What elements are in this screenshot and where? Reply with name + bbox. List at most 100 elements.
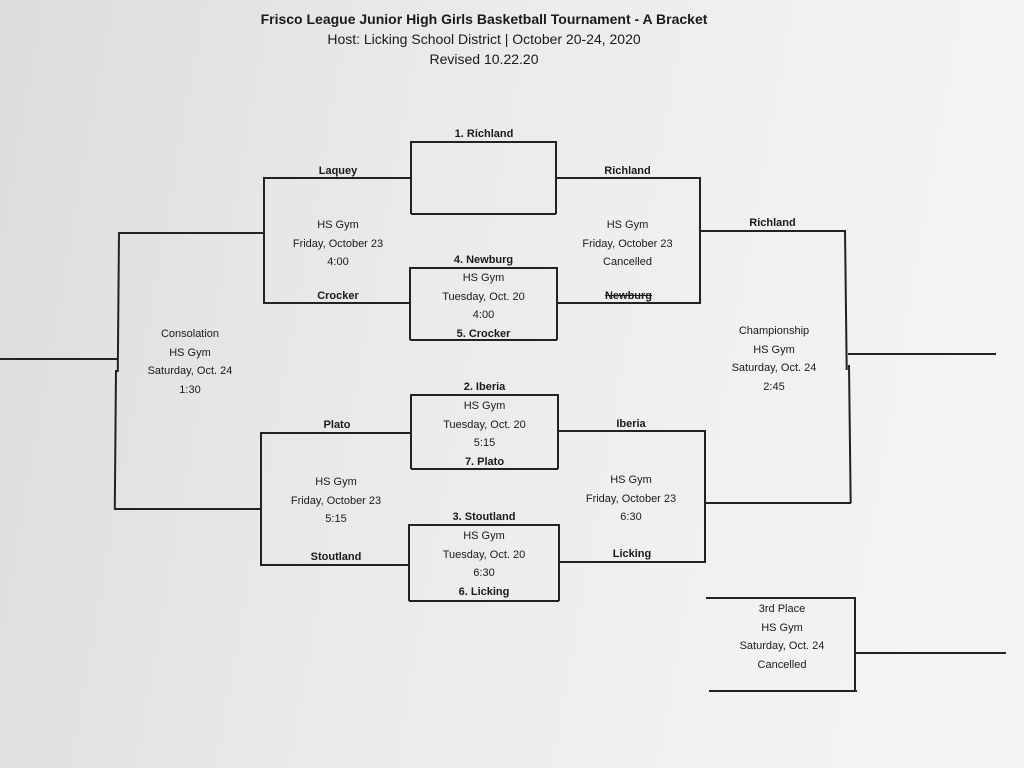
bracket-line bbox=[411, 141, 556, 143]
seed-2: 2. Iberia bbox=[463, 381, 506, 393]
game-info: Championship HS Gym Saturday, Oct. 24 2:… bbox=[700, 322, 848, 396]
seed-5: 5. Crocker bbox=[456, 327, 511, 340]
bracket-line bbox=[557, 302, 701, 304]
team-plato: Plato bbox=[323, 419, 351, 431]
seed-7: 7. Plato bbox=[464, 455, 505, 468]
bracket-host: Host: Licking School District | October … bbox=[327, 31, 641, 47]
game-venue: HS Gym bbox=[463, 530, 505, 542]
game-date: Friday, October 23 bbox=[582, 237, 673, 250]
bracket-line bbox=[411, 394, 558, 396]
game-time: 4:00 bbox=[327, 256, 349, 268]
bracket-line bbox=[261, 564, 409, 566]
game-venue: HS Gym bbox=[315, 476, 357, 488]
game-time: 2:45 bbox=[763, 380, 785, 393]
game-venue: HS Gym bbox=[606, 219, 649, 231]
team-iberia: Iberia bbox=[616, 418, 646, 430]
game-time: Cancelled bbox=[603, 256, 652, 268]
game-time: 1:30 bbox=[179, 383, 201, 396]
seed-1: 1. Richland bbox=[454, 128, 514, 140]
game-venue: HS Gym bbox=[761, 621, 803, 634]
game-info: HS Gym Tuesday, Oct. 20 6:30 6. Licking bbox=[409, 527, 559, 601]
game-date: Tuesday, Oct. 20 bbox=[442, 290, 525, 303]
bracket-line bbox=[699, 177, 701, 304]
bracket-line bbox=[260, 432, 262, 566]
bracket-line bbox=[558, 430, 704, 432]
game-info: HS Gym Friday, October 23 Cancelled bbox=[556, 216, 699, 272]
game-time: 5:15 bbox=[473, 437, 496, 449]
consolation-title: Consolation bbox=[160, 328, 220, 340]
champion-team: Richland bbox=[749, 217, 796, 229]
game-time: 6:30 bbox=[620, 511, 642, 523]
bracket-line bbox=[410, 339, 557, 341]
bracket-line bbox=[264, 177, 411, 179]
team-stoutland: Stoutland bbox=[310, 551, 362, 563]
game-venue: HS Gym bbox=[463, 400, 506, 412]
game-date: Tuesday, Oct. 20 bbox=[443, 418, 526, 431]
game-venue: HS Gym bbox=[317, 219, 359, 231]
game-time: 4:00 bbox=[472, 309, 495, 321]
bracket-line bbox=[558, 524, 560, 601]
championship-title: Championship bbox=[738, 325, 810, 337]
bracket-line bbox=[555, 141, 557, 214]
game-info: HS Gym Friday, October 23 6:30 bbox=[558, 471, 704, 527]
bracket-line bbox=[410, 267, 557, 269]
game-venue: HS Gym bbox=[610, 474, 652, 486]
game-date: Tuesday, Oct. 20 bbox=[442, 548, 526, 561]
bracket-line bbox=[848, 353, 996, 355]
game-time: 5:15 bbox=[325, 513, 347, 525]
bracket-line bbox=[557, 394, 559, 469]
game-date: Saturday, Oct. 24 bbox=[739, 640, 825, 652]
bracket-revised: Revised 10.22.20 bbox=[429, 51, 539, 67]
team-laquey: Laquey bbox=[318, 165, 358, 177]
bracket-line bbox=[556, 177, 700, 179]
bracket-line bbox=[709, 690, 857, 692]
seed-6: 6. Licking bbox=[458, 585, 510, 598]
game-date: Saturday, Oct. 24 bbox=[731, 362, 817, 374]
bracket-line bbox=[705, 502, 851, 504]
game-info: HS Gym Friday, October 23 4:00 bbox=[264, 216, 412, 272]
bracket-line bbox=[114, 508, 261, 510]
game-venue: HS Gym bbox=[753, 343, 795, 356]
third-place-title: 3rd Place bbox=[758, 603, 806, 615]
bracket-line bbox=[409, 600, 559, 602]
game-info: HS Gym Tuesday, Oct. 20 4:00 5. Crocker bbox=[410, 269, 557, 343]
game-date: Friday, October 23 bbox=[290, 494, 382, 507]
bracket-line bbox=[411, 468, 558, 470]
bracket-line bbox=[120, 232, 264, 234]
bracket-line bbox=[706, 597, 855, 599]
game-info: Consolation HS Gym Saturday, Oct. 24 1:3… bbox=[120, 325, 260, 399]
bracket-line bbox=[559, 561, 706, 563]
bracket-line bbox=[854, 597, 856, 691]
game-venue: HS Gym bbox=[462, 272, 505, 284]
bracket-line bbox=[410, 394, 412, 469]
bracket-line bbox=[704, 430, 706, 563]
game-venue: HS Gym bbox=[169, 346, 211, 359]
team-crocker: Crocker bbox=[317, 290, 359, 302]
team-newburg: Newburg bbox=[604, 290, 653, 302]
game-date: Friday, October 23 bbox=[292, 237, 384, 250]
bracket-line bbox=[263, 177, 265, 304]
game-info: 3rd Place HS Gym Saturday, Oct. 24 Cance… bbox=[708, 600, 856, 674]
game-time: 6:30 bbox=[473, 567, 495, 579]
game-date: Saturday, Oct. 24 bbox=[147, 365, 233, 377]
team-licking: Licking bbox=[612, 548, 652, 560]
bracket-line bbox=[0, 358, 118, 360]
game-time: Cancelled bbox=[757, 658, 807, 671]
bracket-line bbox=[408, 524, 410, 601]
seed-3: 3. Stoutland bbox=[452, 511, 516, 523]
game-info: HS Gym Friday, October 23 5:15 bbox=[262, 473, 410, 529]
bracket-line bbox=[411, 213, 556, 215]
seed-4: 4. Newburg bbox=[453, 254, 514, 266]
bracket-line bbox=[700, 230, 845, 232]
bracket-line bbox=[409, 267, 411, 340]
bracket-title: Frisco League Junior High Girls Basketba… bbox=[260, 11, 708, 27]
bracket-line bbox=[264, 302, 410, 304]
bracket-line bbox=[848, 364, 852, 503]
bracket-line bbox=[409, 524, 559, 526]
bracket-line bbox=[855, 652, 1006, 654]
bracket-line bbox=[556, 267, 558, 340]
game-date: Friday, October 23 bbox=[585, 492, 677, 505]
team-richland: Richland bbox=[604, 165, 651, 177]
bracket-line bbox=[113, 370, 117, 510]
bracket-line bbox=[261, 432, 411, 434]
